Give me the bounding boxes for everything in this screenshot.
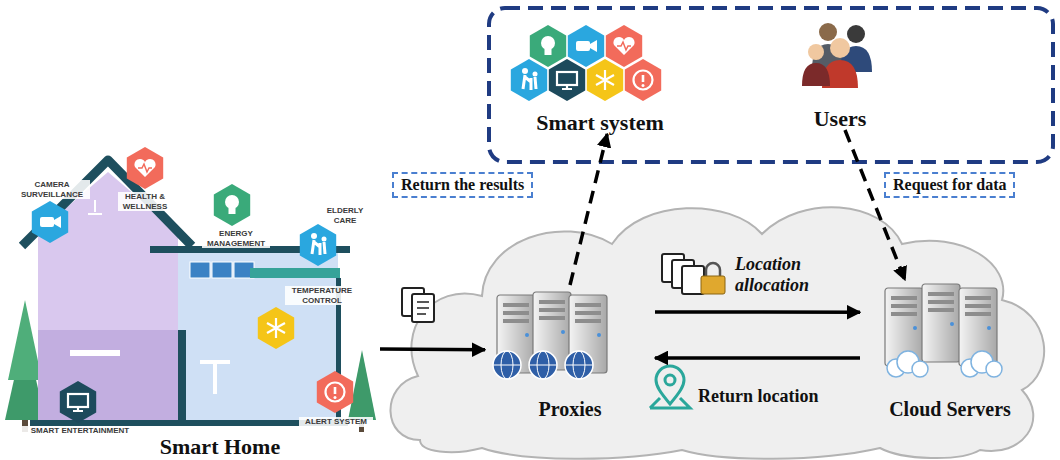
icon-label: ENERGY MANAGEMENT [202, 229, 270, 248]
location-pin-icon [650, 366, 690, 408]
flow-arrow [655, 310, 860, 314]
node-title: Users [814, 107, 867, 130]
flow-arrow [655, 356, 860, 360]
server-node: Cloud Servers [860, 280, 1040, 420]
system-node: Smart system [510, 22, 690, 134]
icon-label: HEALTH & WELLNESS [118, 192, 172, 211]
house-illustration [5, 160, 376, 432]
icon-label: TEMPERATURE CONTROL [285, 286, 359, 305]
users-node: Users [790, 18, 890, 130]
flow-arrow [380, 347, 485, 351]
icon-label: SMART ENTERTAINMENT [18, 426, 142, 436]
proxy-node: Proxies [485, 285, 655, 420]
node-title: Smart system [536, 111, 664, 134]
node-title: Cloud Servers [889, 399, 1011, 420]
node-title: Smart Home [160, 435, 280, 458]
house-node: Smart Home [60, 95, 380, 458]
dashed-arrow [570, 134, 607, 285]
document-icon [402, 288, 434, 322]
users-icon [802, 23, 872, 88]
edge-label: Location allocation [735, 254, 809, 295]
icon-label: CAMERA SURVEILLANCE [14, 180, 90, 199]
encrypted-document-icon [662, 254, 725, 294]
edge-label: Request for data [884, 172, 1015, 198]
proxy-servers [493, 292, 607, 379]
node-title: Proxies [539, 399, 602, 420]
dashed-arrow [845, 130, 905, 280]
icon-label: ELDERLY CARE [323, 206, 367, 225]
cloud-servers-icon [885, 284, 1002, 377]
cloud-shape [390, 207, 1044, 459]
icon-label: ALERT SYSTEM [299, 417, 373, 427]
dashed-frame [489, 8, 1053, 162]
edge-label: Return the results [392, 172, 533, 198]
smart-system-icons [511, 25, 661, 101]
edge-label: Return location [698, 386, 819, 407]
